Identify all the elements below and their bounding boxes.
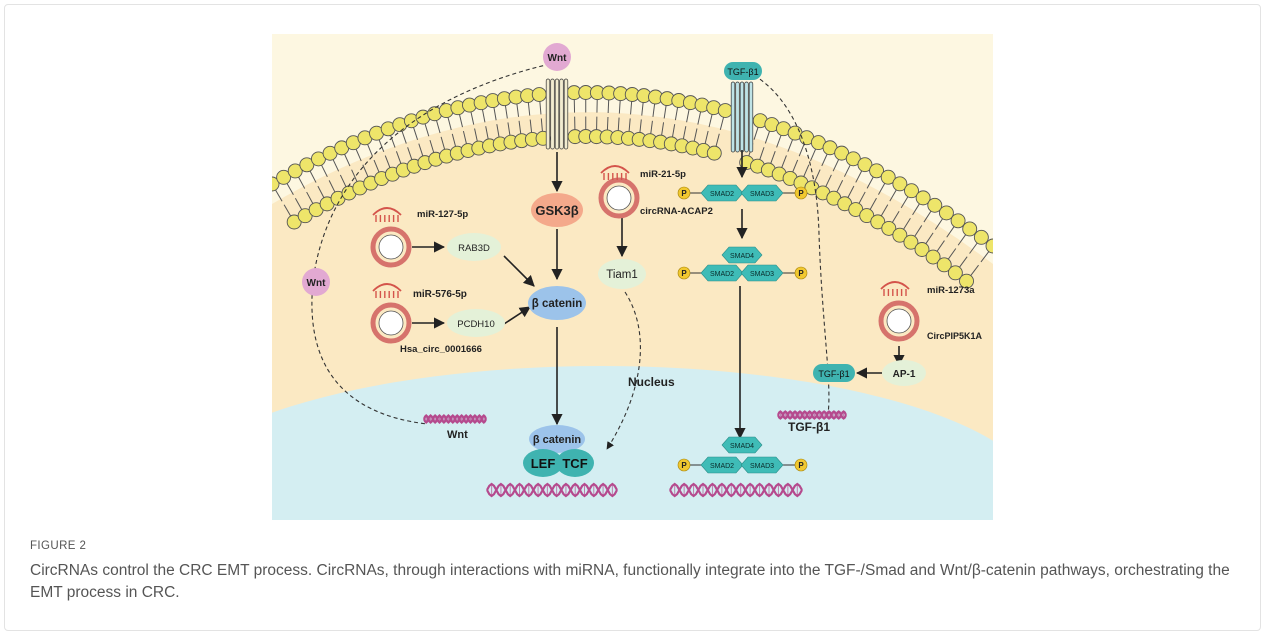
svg-text:GSK3β: GSK3β xyxy=(535,203,578,218)
circrna-mir576: miR-576-5p Hsa_circ_0001666 xyxy=(370,283,482,355)
svg-text:P: P xyxy=(798,461,804,470)
mirna-576-glyph xyxy=(372,283,402,298)
circrna-pip5k1a: miR-1273a CircPIP5K1A xyxy=(878,281,983,342)
svg-text:miR-127-5p: miR-127-5p xyxy=(417,209,468,220)
tgf-gene-label: TGF-β1 xyxy=(788,420,830,434)
wnt-receptor xyxy=(545,78,569,150)
svg-text:TGF-β1: TGF-β1 xyxy=(818,369,849,379)
mirna-127-glyph xyxy=(372,207,402,222)
rab3d-node: RAB3D xyxy=(447,233,501,261)
svg-text:P: P xyxy=(798,269,804,278)
figure-caption: CircRNAs control the CRC EMT process. Ci… xyxy=(30,562,1230,601)
svg-text:PCDH10: PCDH10 xyxy=(457,319,495,330)
svg-text:SMAD3: SMAD3 xyxy=(750,463,774,470)
svg-text:SMAD2: SMAD2 xyxy=(710,271,734,278)
arrow-pcdh10-catenin xyxy=(503,306,531,325)
svg-text:miR-1273a: miR-1273a xyxy=(927,285,975,296)
svg-text:miR-21-5p: miR-21-5p xyxy=(640,169,686,180)
svg-text:SMAD3: SMAD3 xyxy=(750,271,774,278)
ap1-node: AP-1 xyxy=(882,360,926,386)
tgf-secretion-dashed-path xyxy=(747,71,830,415)
svg-text:Hsa_circ_0001666: Hsa_circ_0001666 xyxy=(400,344,482,355)
tiam1-nucleus-dashed-path xyxy=(606,291,641,450)
svg-text:AP-1: AP-1 xyxy=(893,369,916,380)
wnt-ligand-top: Wnt xyxy=(543,43,571,71)
tgf-ligand-top: TGF-β1 xyxy=(724,62,762,80)
svg-text:CircPIP5K1A: CircPIP5K1A xyxy=(927,331,983,341)
wnt-ligand-left: Wnt xyxy=(302,268,330,296)
svg-text:P: P xyxy=(681,269,687,278)
beta-catenin-cytoplasm: β catenin xyxy=(528,286,586,320)
gsk3b-node: GSK3β xyxy=(531,193,583,227)
tgf-ligand-cytoplasm: TGF-β1 xyxy=(813,364,855,382)
mirna-1273-glyph xyxy=(880,281,910,296)
dna-smad-target xyxy=(669,482,803,498)
svg-text:P: P xyxy=(681,461,687,470)
figure-label: FIGURE 2 xyxy=(30,540,87,552)
cell-membrane xyxy=(272,85,993,289)
svg-text:SMAD3: SMAD3 xyxy=(750,191,774,198)
wnt-secretion-dashed-path xyxy=(311,63,551,425)
nucleus-label: Nucleus xyxy=(628,375,675,389)
svg-text:TGF-β1: TGF-β1 xyxy=(727,67,758,77)
svg-text:miR-576-5p: miR-576-5p xyxy=(413,289,467,300)
svg-text:Wnt: Wnt xyxy=(307,278,327,289)
svg-text:β catenin: β catenin xyxy=(533,434,582,446)
svg-text:SMAD4: SMAD4 xyxy=(730,443,754,450)
svg-text:P: P xyxy=(681,189,687,198)
svg-text:β catenin: β catenin xyxy=(532,298,582,310)
smad23-phospho-complex: P P SMAD2 SMAD3 xyxy=(677,184,808,202)
svg-text:Tiam1: Tiam1 xyxy=(606,269,638,281)
arrow-rab3d-catenin xyxy=(503,255,535,287)
tiam1-node: Tiam1 xyxy=(598,259,646,289)
svg-text:P: P xyxy=(798,189,804,198)
svg-text:LEF: LEF xyxy=(531,456,556,471)
tgf-receptor xyxy=(730,81,754,153)
dna-tgf-gene xyxy=(777,410,847,420)
svg-text:TCF: TCF xyxy=(562,456,587,471)
wnt-gene-label: Wnt xyxy=(447,429,468,441)
svg-text:SMAD4: SMAD4 xyxy=(730,253,754,260)
svg-text:Wnt: Wnt xyxy=(548,53,568,64)
dna-catenin-target xyxy=(486,482,618,498)
dna-wnt-gene xyxy=(422,414,488,424)
svg-text:SMAD2: SMAD2 xyxy=(710,463,734,470)
mirna-21-glyph xyxy=(600,165,630,180)
circrna-mir127: miR-127-5p xyxy=(370,207,468,268)
lef-tcf-complex: LEF TCF xyxy=(523,449,594,477)
svg-text:circRNA-ACAP2: circRNA-ACAP2 xyxy=(640,206,713,217)
svg-text:RAB3D: RAB3D xyxy=(458,243,490,254)
emt-pathway-diagram: Wnt TGF-β1 GSK3β β catenin RAB3D PCDH10 … xyxy=(272,34,993,520)
beta-catenin-nucleus: β catenin xyxy=(529,425,585,453)
circrna-acap2: miR-21-5p circRNA-ACAP2 xyxy=(598,165,713,219)
svg-text:SMAD2: SMAD2 xyxy=(710,191,734,198)
pcdh10-node: PCDH10 xyxy=(447,309,505,337)
nucleus xyxy=(272,366,993,520)
